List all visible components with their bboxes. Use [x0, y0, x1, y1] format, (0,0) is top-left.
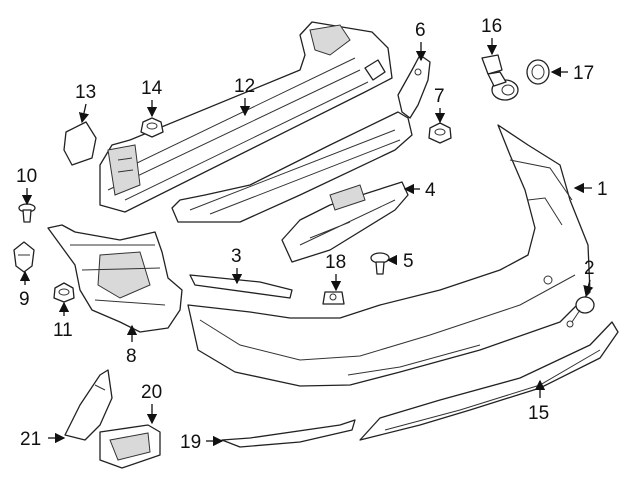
callout-14: 14 [141, 78, 163, 99]
callout-1: 1 [597, 179, 608, 200]
part-5-bolt [370, 252, 390, 275]
part-6-bracket [397, 54, 431, 119]
callout-labels: 1 2 3 4 5 6 7 8 9 10 11 12 13 14 15 16 1… [16, 16, 608, 453]
part-16-parking-sensor [481, 54, 519, 101]
callout-16: 16 [481, 16, 502, 37]
part-21-bracket [64, 369, 113, 441]
part-9-clip [13, 241, 35, 273]
part-17-sensor-ring [526, 59, 550, 85]
part-4-energy-absorber [171, 111, 413, 263]
callout-19: 19 [180, 432, 201, 453]
part-2-tow-hook-cover [566, 296, 595, 328]
part-20-bracket [99, 424, 161, 469]
leader-lines [19, 38, 594, 447]
part-19-reflector-strip [221, 419, 356, 448]
callout-13: 13 [75, 82, 96, 103]
callout-18: 18 [325, 252, 346, 273]
part-3-trim-strip [189, 274, 293, 299]
callout-2: 2 [584, 258, 595, 279]
callout-7: 7 [434, 86, 445, 107]
callout-8: 8 [126, 346, 137, 367]
callout-12: 12 [234, 76, 255, 97]
callout-5: 5 [403, 251, 414, 272]
callout-11: 11 [53, 320, 73, 341]
callout-15: 15 [528, 403, 549, 424]
callout-9: 9 [19, 289, 30, 310]
part-15-lower-diffuser [359, 321, 619, 441]
part-12-reinforcement-bar [99, 21, 393, 213]
part-8-side-bracket [47, 224, 183, 333]
part-11-nut [53, 282, 75, 303]
part-18-clip [322, 291, 345, 305]
callout-3: 3 [231, 246, 242, 267]
part-10-clip [18, 203, 36, 223]
callout-6: 6 [415, 20, 426, 41]
part-13-cover-plate [63, 121, 97, 166]
part-7-nut [428, 122, 452, 144]
part-14-nut [140, 117, 164, 138]
callout-21: 21 [20, 429, 41, 450]
callout-17: 17 [573, 63, 594, 84]
callout-10: 10 [16, 166, 37, 187]
callout-20: 20 [141, 382, 162, 403]
part-1-bumper-cover [187, 124, 591, 387]
callout-4: 4 [425, 180, 436, 201]
